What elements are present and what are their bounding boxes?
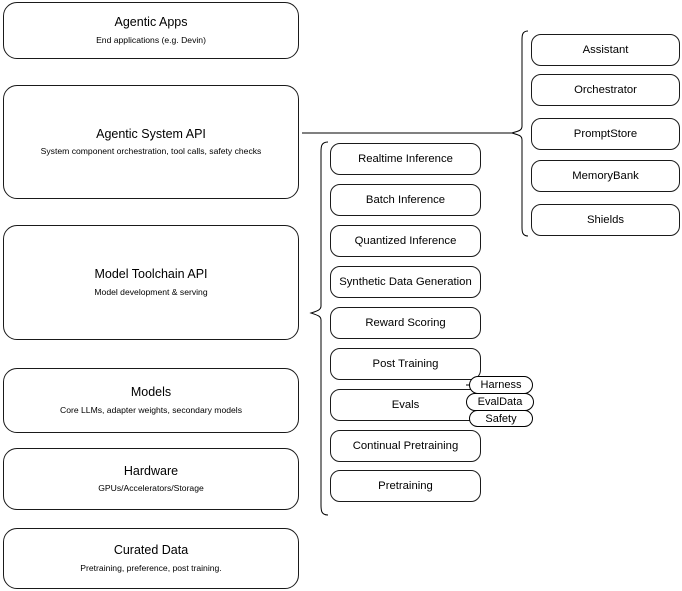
node-label: Reward Scoring <box>365 316 446 329</box>
node-label: Synthetic Data Generation <box>339 275 472 288</box>
toolchain-quantized-inference[interactable]: Quantized Inference <box>330 225 481 257</box>
node-label: PromptStore <box>573 127 638 140</box>
evals-tag-evaldata[interactable]: EvalData <box>466 393 534 411</box>
layer-title: Models <box>130 385 172 400</box>
toolchain-continual-pretraining[interactable]: Continual Pretraining <box>330 430 481 462</box>
layer-curated-data[interactable]: Curated Data Pretraining, preference, po… <box>3 528 299 589</box>
system-memorybank[interactable]: MemoryBank <box>531 160 680 192</box>
node-label: Pretraining <box>378 479 433 492</box>
layer-title: Agentic Apps <box>114 15 188 30</box>
node-label: Batch Inference <box>365 193 446 206</box>
layer-subtitle: End applications (e.g. Devin) <box>96 34 206 45</box>
layer-agentic-system-api[interactable]: Agentic System API System component orch… <box>3 85 299 199</box>
toolchain-batch-inference[interactable]: Batch Inference <box>330 184 481 216</box>
evals-tag-safety[interactable]: Safety <box>469 410 533 427</box>
layer-subtitle: Model development & serving <box>94 286 208 297</box>
node-label: Orchestrator <box>574 83 637 96</box>
system-orchestrator[interactable]: Orchestrator <box>531 74 680 106</box>
layer-title: Hardware <box>123 463 179 478</box>
tag-label: Safety <box>485 412 517 425</box>
system-promptstore[interactable]: PromptStore <box>531 118 680 150</box>
node-label: Evals <box>391 398 420 411</box>
layer-subtitle: System component orchestration, tool cal… <box>40 146 262 157</box>
layer-hardware[interactable]: Hardware GPUs/Accelerators/Storage <box>3 448 299 510</box>
node-label: MemoryBank <box>572 169 639 182</box>
system-shields[interactable]: Shields <box>531 204 680 236</box>
layer-model-toolchain-api[interactable]: Model Toolchain API Model development & … <box>3 225 299 340</box>
toolchain-pretraining[interactable]: Pretraining <box>330 470 481 502</box>
layer-agentic-apps[interactable]: Agentic Apps End applications (e.g. Devi… <box>3 2 299 59</box>
layer-models[interactable]: Models Core LLMs, adapter weights, secon… <box>3 368 299 433</box>
node-label: Post Training <box>372 357 439 370</box>
layer-title: Agentic System API <box>96 126 206 141</box>
toolchain-reward-scoring[interactable]: Reward Scoring <box>330 307 481 339</box>
node-label: Realtime Inference <box>358 152 453 165</box>
layer-title: Curated Data <box>113 543 189 558</box>
toolchain-realtime-inference[interactable]: Realtime Inference <box>330 143 481 175</box>
node-label: Assistant <box>582 43 629 56</box>
system-assistant[interactable]: Assistant <box>531 34 680 66</box>
node-label: Continual Pretraining <box>352 439 459 452</box>
toolchain-synthetic-data-generation[interactable]: Synthetic Data Generation <box>330 266 481 298</box>
layer-title: Model Toolchain API <box>94 267 208 282</box>
evals-tag-harness[interactable]: Harness <box>469 376 533 394</box>
toolchain-post-training[interactable]: Post Training <box>330 348 481 380</box>
bracket-system-components <box>510 30 529 237</box>
toolchain-evals[interactable]: Evals <box>330 389 481 421</box>
layer-subtitle: Pretraining, preference, post training. <box>80 562 222 573</box>
bracket-toolchain-components <box>309 141 329 516</box>
node-label: Quantized Inference <box>354 234 457 247</box>
tag-label: EvalData <box>477 396 523 408</box>
node-label: Shields <box>586 213 625 226</box>
layer-subtitle: Core LLMs, adapter weights, secondary mo… <box>60 404 242 415</box>
layer-subtitle: GPUs/Accelerators/Storage <box>98 483 204 494</box>
tag-label: Harness <box>480 379 522 391</box>
